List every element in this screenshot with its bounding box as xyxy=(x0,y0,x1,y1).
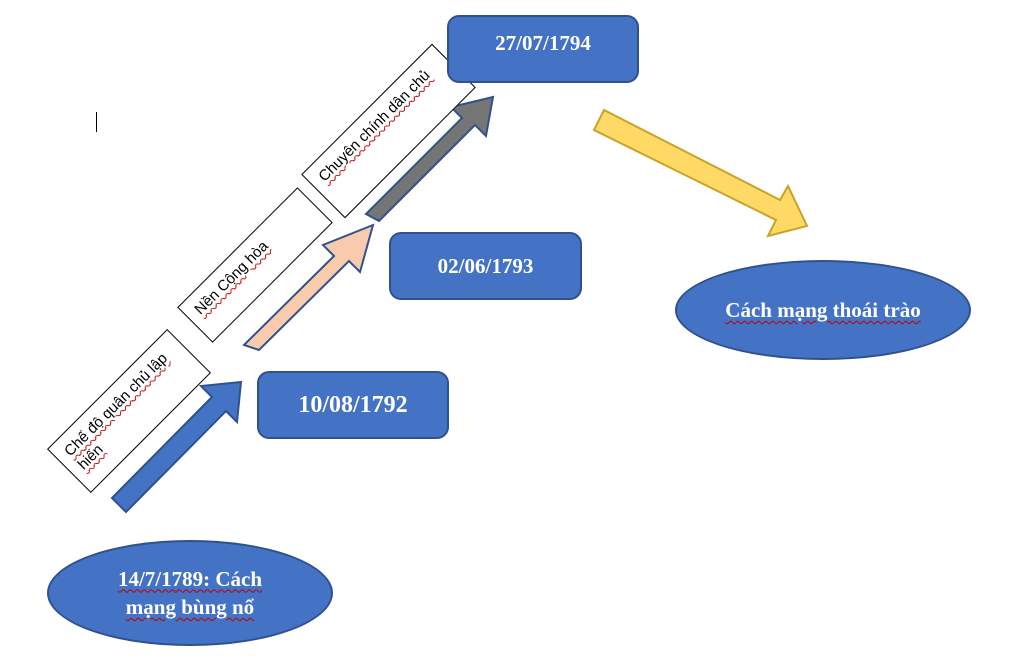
arrow-phase-2 xyxy=(242,223,375,352)
arrow-phase-3 xyxy=(364,95,495,223)
start-ellipse: 14/7/1789: Cách mạng bùng nổ xyxy=(47,540,333,646)
text-cursor xyxy=(96,112,97,132)
date-box-1793: 02/06/1793 xyxy=(389,232,582,300)
date-box-1794: 27/07/1794 xyxy=(447,15,639,83)
date-box-1792: 10/08/1792 xyxy=(257,371,449,439)
arrow-phase-1 xyxy=(110,380,243,514)
end-ellipse: Cách mạng thoái trào xyxy=(675,260,971,360)
arrow-decline xyxy=(592,108,809,238)
